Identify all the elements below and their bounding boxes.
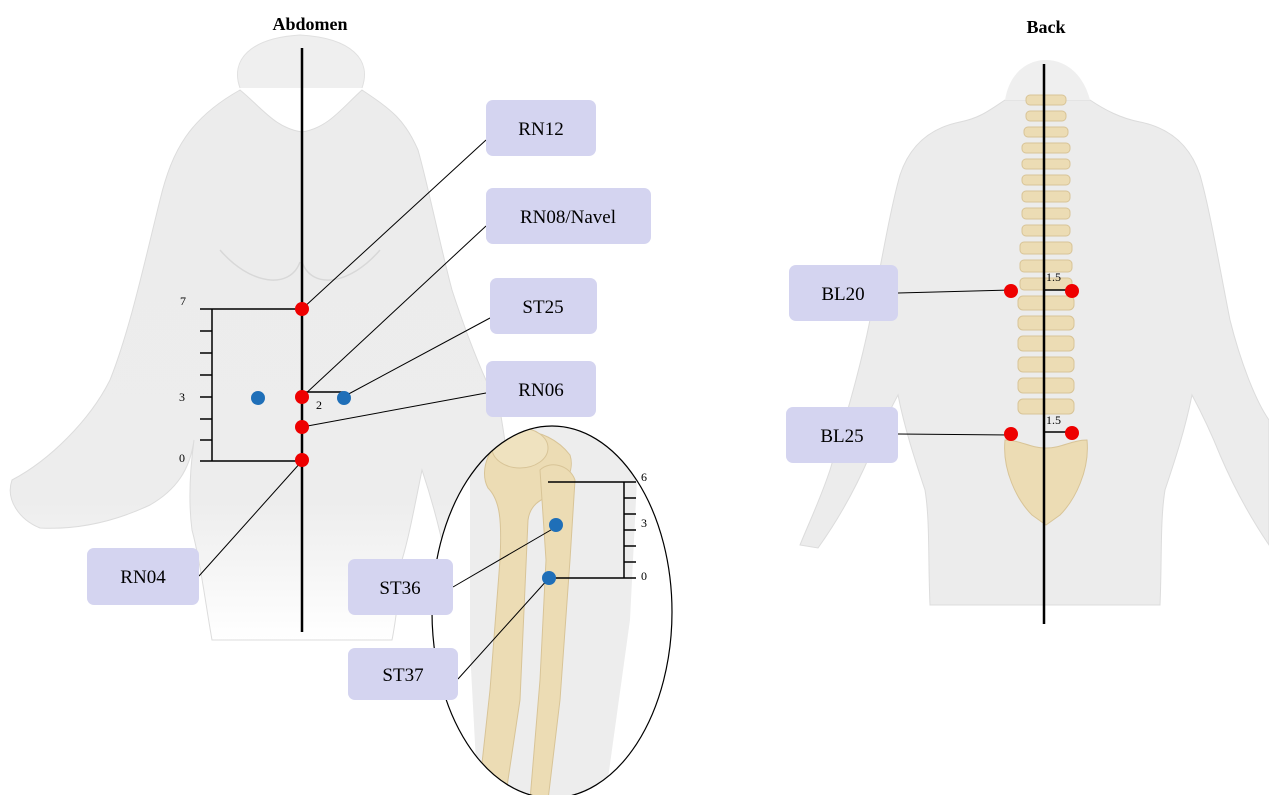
abdomen-scale-bottom-label: 0 — [179, 451, 185, 465]
abdomen-title: Abdomen — [272, 14, 347, 34]
bl25-right-point[interactable] — [1065, 426, 1079, 440]
st36-label: ST36 — [379, 578, 420, 599]
rn08-label: RN08/Navel — [520, 207, 616, 228]
back-title: Back — [1026, 17, 1065, 37]
abdomen-lateral-label: 2 — [316, 398, 322, 412]
back-figure — [800, 60, 1269, 605]
bl25-offset-label: 1.5 — [1046, 413, 1061, 427]
st25-label-box[interactable]: ST25 — [490, 278, 597, 334]
leg-scale-mid-label: 3 — [641, 516, 647, 530]
leg-scale-top-label: 6 — [641, 470, 647, 484]
rn06-label-box[interactable]: RN06 — [486, 361, 596, 417]
rn08-point[interactable] — [295, 390, 309, 404]
rn12-label-box[interactable]: RN12 — [486, 100, 596, 156]
abdomen-scale-top-label: 7 — [180, 294, 186, 308]
rn06-point[interactable] — [295, 420, 309, 434]
st36-label-box[interactable]: ST36 — [348, 559, 453, 615]
rn12-point[interactable] — [295, 302, 309, 316]
leg-scale-bottom-label: 0 — [641, 569, 647, 583]
bl25-label: BL25 — [820, 426, 863, 447]
bl25-left-point[interactable] — [1004, 427, 1018, 441]
st25-right-point[interactable] — [337, 391, 351, 405]
bl20-left-point[interactable] — [1004, 284, 1018, 298]
rn04-label: RN04 — [120, 567, 166, 588]
bl20-offset-label: 1.5 — [1046, 270, 1061, 284]
rn06-label: RN06 — [518, 380, 563, 401]
st37-point[interactable] — [542, 571, 556, 585]
st36-point[interactable] — [549, 518, 563, 532]
rn04-label-box[interactable]: RN04 — [87, 548, 199, 605]
bl20-right-point[interactable] — [1065, 284, 1079, 298]
rn08-label-box[interactable]: RN08/Navel — [486, 188, 651, 244]
st25-left-point[interactable] — [251, 391, 265, 405]
st25-label: ST25 — [522, 297, 563, 318]
st37-label: ST37 — [382, 665, 423, 686]
st37-label-box[interactable]: ST37 — [348, 648, 458, 700]
rn04-point[interactable] — [295, 453, 309, 467]
bl20-label-box[interactable]: BL20 — [789, 265, 898, 321]
rn12-label: RN12 — [518, 119, 563, 140]
abdomen-scale-mid-label: 3 — [179, 390, 185, 404]
bl20-label: BL20 — [821, 284, 864, 305]
bl25-label-box[interactable]: BL25 — [786, 407, 898, 463]
